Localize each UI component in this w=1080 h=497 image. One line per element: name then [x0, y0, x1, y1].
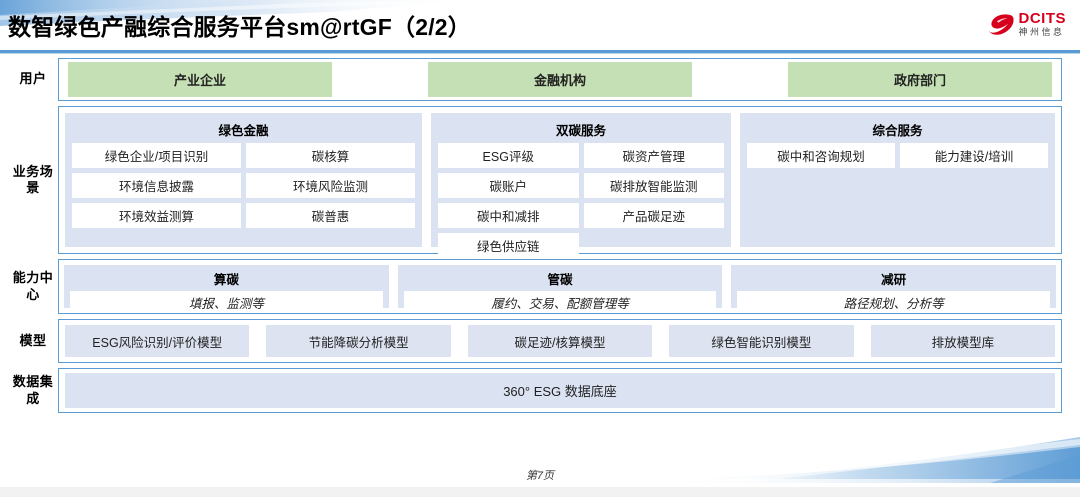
user-cell: 金融机构	[395, 62, 726, 97]
panel-title: 绿色金融	[218, 124, 269, 138]
model-item[interactable]: 排放模型库	[870, 325, 1056, 357]
user-cell: 政府部门	[725, 62, 1056, 97]
user-cell: 产业企业	[64, 62, 395, 97]
footer-strip	[0, 487, 1080, 497]
row-content-model: ESG风险识别/评价模型 节能降碳分析模型 碳足迹/核算模型 绿色智能识别模型 …	[58, 319, 1062, 363]
row-content-data: 360° ESG 数据底座	[58, 368, 1062, 413]
capability-subtitle[interactable]: 履约、交易、配额管理等	[403, 291, 717, 313]
page-number: 第7页	[525, 470, 555, 482]
scenario-item[interactable]: 环境效益测算	[72, 203, 241, 228]
model-item[interactable]: 绿色智能识别模型	[669, 325, 854, 357]
scenario-item[interactable]: 碳账户	[438, 173, 579, 198]
scenario-panel-dual-carbon: 双碳服务 ESG评级 碳资产管理 碳账户 碳排放智能监测 碳中和减排 产品碳足迹…	[431, 113, 731, 258]
row-content-user: 产业企业 金融机构 政府部门	[58, 58, 1062, 101]
capability-panel-manage-carbon: 管碳 履约、交易、配额管理等	[397, 265, 723, 313]
capability-subtitle[interactable]: 填报、监测等	[70, 291, 383, 313]
row-label-capability: 能力中心	[12, 270, 54, 302]
logo-brand-cn: 神州信息	[1018, 27, 1065, 37]
scenario-item[interactable]: 碳中和减排	[438, 203, 579, 228]
capability-title: 管碳	[547, 273, 573, 287]
capability-subtitle[interactable]: 路径规划、分析等	[737, 291, 1051, 313]
scenario-item[interactable]: 碳资产管理	[583, 143, 724, 168]
header-divider-secondary	[0, 53, 1080, 54]
page-title: 数智绿色产融综合服务平台sm@rtGF（2/2）	[8, 14, 471, 40]
data-item-esg-foundation[interactable]: 360° ESG 数据底座	[65, 373, 1055, 408]
scenario-item[interactable]: 碳排放智能监测	[583, 173, 724, 198]
layer-row-model: 模型 ESG风险识别/评价模型 节能降碳分析模型 碳足迹/核算模型 绿色智能识别…	[8, 319, 1062, 363]
model-item[interactable]: ESG风险识别/评价模型	[65, 325, 250, 357]
user-item-industry[interactable]: 产业企业	[68, 62, 332, 97]
architecture-diagram: 用户 产业企业 金融机构 政府部门 业务场景 绿色金融 绿色	[8, 58, 1062, 418]
row-content-capability: 算碳 填报、监测等 管碳 履约、交易、配额管理等 减研 路径规划、分析等	[58, 259, 1062, 314]
scenario-item[interactable]: 产品碳足迹	[583, 203, 724, 228]
row-label-data: 数据集成	[12, 374, 54, 406]
layer-row-data: 数据集成 360° ESG 数据底座	[8, 368, 1062, 413]
scenario-item[interactable]: 碳中和咨询规划	[747, 143, 895, 168]
layer-row-scenario: 业务场景 绿色金融 绿色企业/项目识别 碳核算 环境信息披露 环境风险监测 环境…	[8, 106, 1062, 258]
model-item[interactable]: 节能降碳分析模型	[266, 325, 451, 357]
scenario-panel-green-finance: 绿色金融 绿色企业/项目识别 碳核算 环境信息披露 环境风险监测 环境效益测算 …	[65, 113, 422, 247]
header-divider	[0, 50, 1080, 53]
user-item-financial[interactable]: 金融机构	[428, 62, 692, 97]
layer-row-user: 用户 产业企业 金融机构 政府部门	[8, 58, 1062, 101]
capability-title: 减研	[881, 273, 907, 287]
logo-brand-en: DCITS	[1018, 10, 1066, 27]
dcits-swirl-icon	[988, 14, 1014, 35]
panel-items: 绿色企业/项目识别 碳核算 环境信息披露 环境风险监测 环境效益测算 碳普惠	[72, 143, 415, 228]
model-item[interactable]: 碳足迹/核算模型	[467, 325, 653, 357]
scenario-item[interactable]: 环境风险监测	[246, 173, 415, 198]
scenario-item[interactable]: ESG评级	[438, 143, 579, 168]
panel-items: ESG评级 碳资产管理 碳账户 碳排放智能监测 碳中和减排 产品碳足迹 绿色供应…	[438, 143, 724, 258]
row-label-model: 模型	[19, 332, 47, 348]
scenario-item[interactable]: 碳普惠	[246, 203, 415, 228]
row-label-user: 用户	[19, 71, 47, 87]
row-content-scenario: 绿色金融 绿色企业/项目识别 碳核算 环境信息披露 环境风险监测 环境效益测算 …	[58, 106, 1062, 258]
scenario-panel-integrated: 综合服务 碳中和咨询规划 能力建设/培训	[740, 113, 1055, 247]
scenario-item[interactable]: 绿色供应链	[438, 233, 579, 258]
slide-header: 数智绿色产融综合服务平台sm@rtGF（2/2） DCITS 神州信息	[0, 0, 1080, 54]
scenario-item[interactable]: 绿色企业/项目识别	[72, 143, 241, 168]
scenario-item[interactable]: 环境信息披露	[72, 173, 241, 198]
company-logo: DCITS 神州信息	[988, 8, 1067, 40]
capability-panel-reduce-research: 减研 路径规划、分析等	[731, 265, 1057, 313]
capability-title: 算碳	[213, 273, 239, 287]
user-item-government[interactable]: 政府部门	[788, 62, 1053, 97]
panel-title: 双碳服务	[555, 124, 606, 138]
panel-title: 综合服务	[872, 124, 923, 138]
scenario-item[interactable]: 碳核算	[246, 143, 415, 168]
row-label-scenario: 业务场景	[12, 163, 54, 195]
layer-row-capability: 能力中心 算碳 填报、监测等 管碳 履约、交易、配额管理等 减研 路径规划、分析…	[8, 259, 1062, 314]
panel-items: 碳中和咨询规划 能力建设/培训	[747, 143, 1048, 168]
scenario-item[interactable]: 能力建设/培训	[900, 143, 1048, 168]
capability-panel-calc-carbon: 算碳 填报、监测等	[64, 265, 389, 313]
